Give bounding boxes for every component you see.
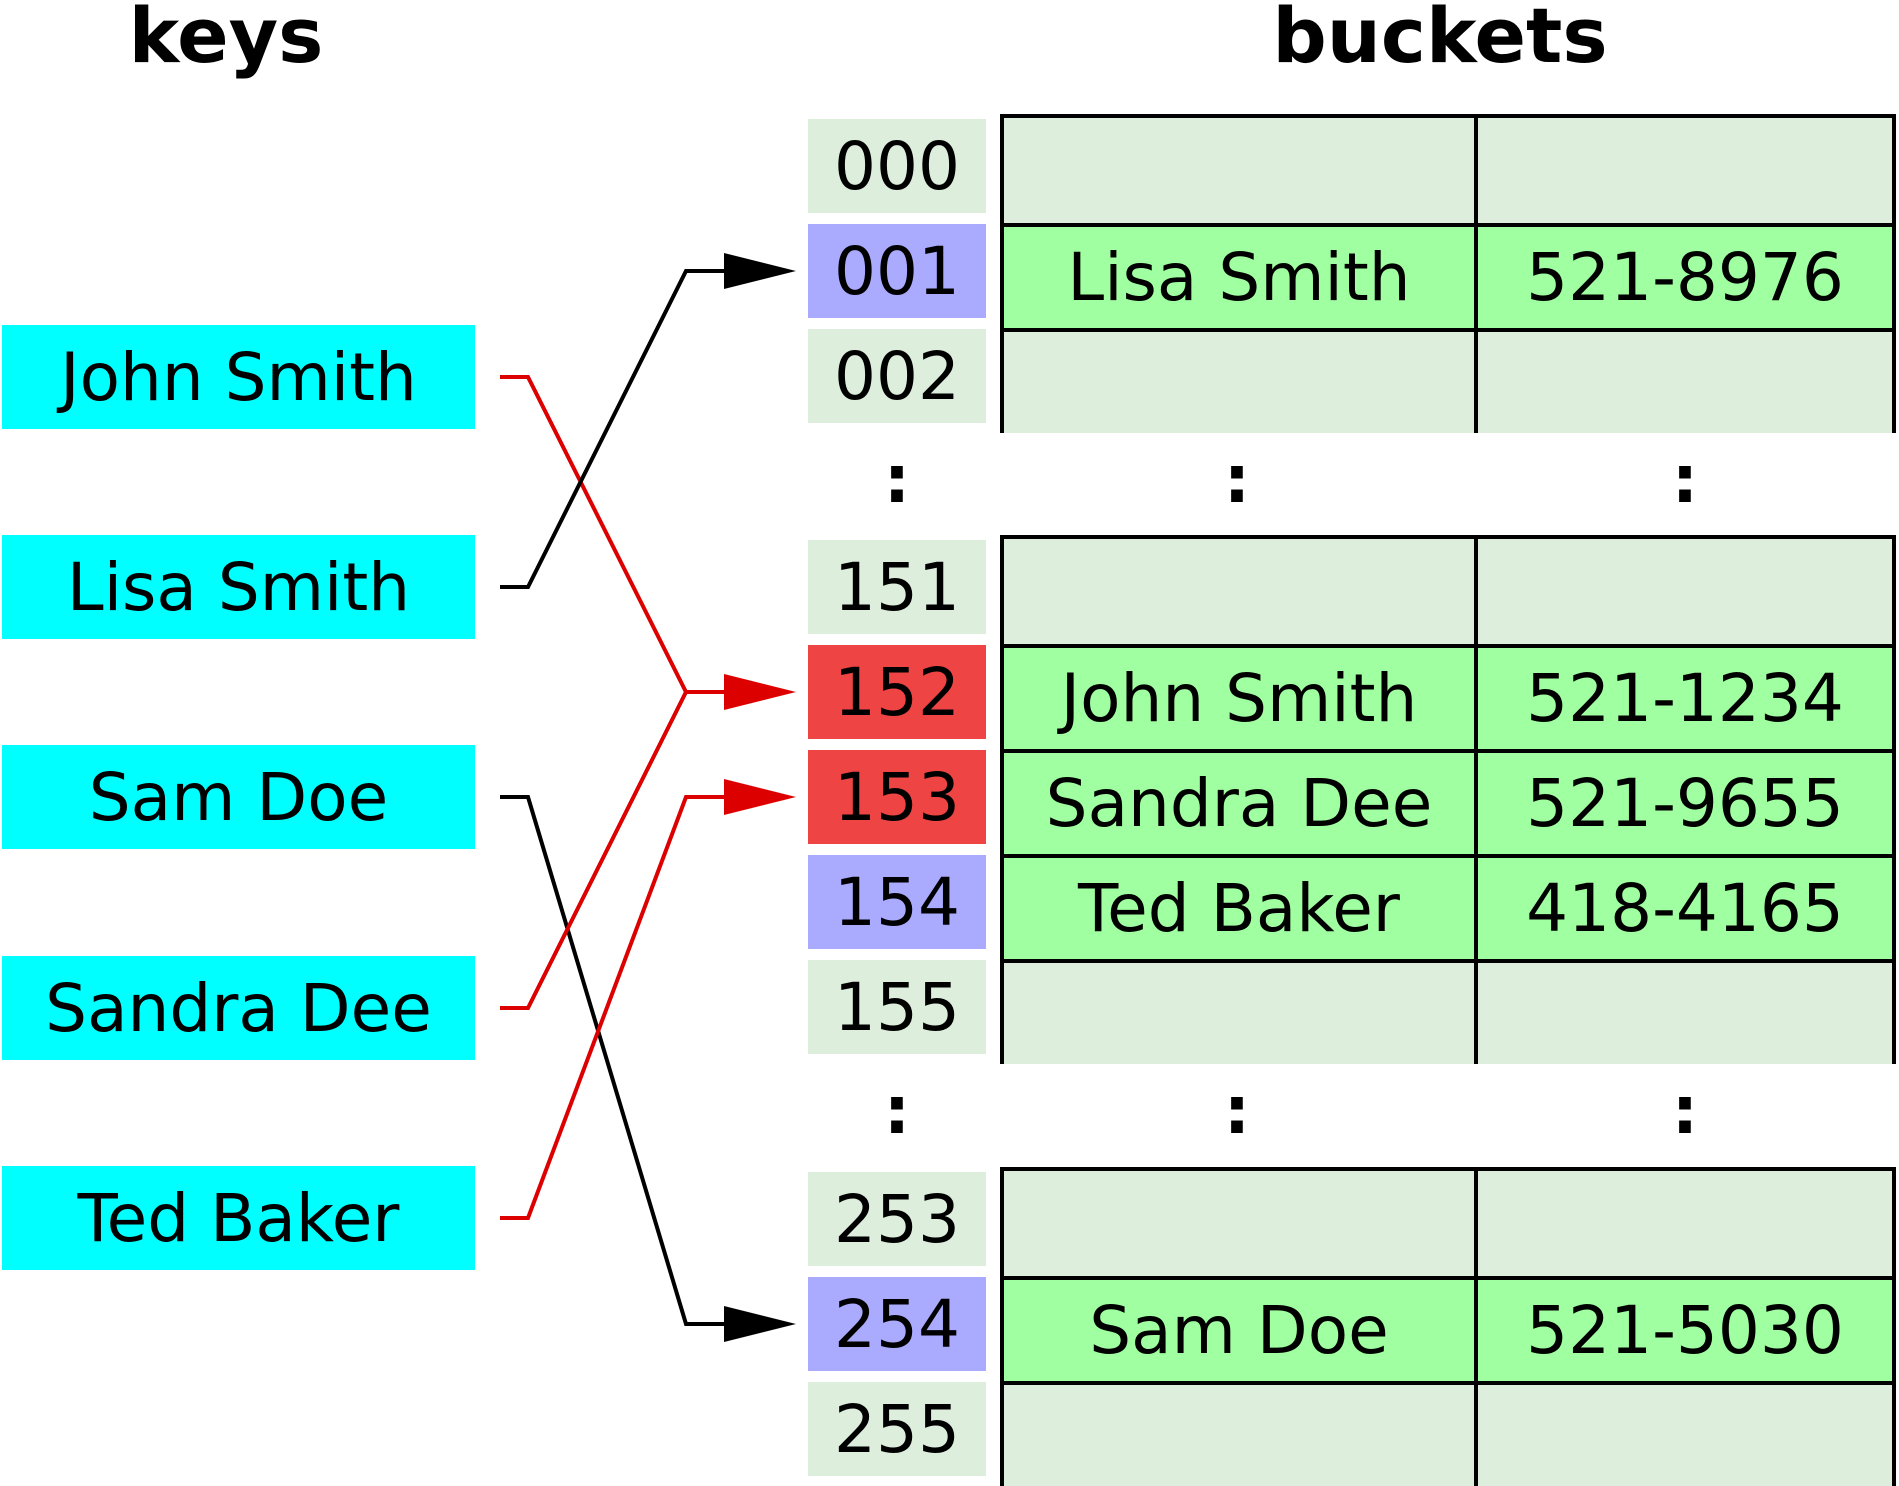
- bucket-name-cell: [1004, 1171, 1478, 1276]
- mapping-line: [500, 375, 728, 694]
- arrow-head: [724, 253, 796, 289]
- slot-index: 154: [808, 855, 986, 949]
- bucket-phone-cell: [1478, 539, 1892, 644]
- mapping-line: [500, 269, 728, 589]
- slot-index: 000: [808, 119, 986, 213]
- bucket-phone-cell: 418-4165: [1478, 854, 1892, 959]
- mapping-line: [500, 795, 728, 1220]
- key-box: Ted Baker: [2, 1166, 475, 1270]
- bucket-name-cell: [1004, 539, 1478, 644]
- bucket-name-cell: [1004, 959, 1478, 1064]
- slot-index: 254: [808, 1277, 986, 1371]
- bucket-phone-cell: 521-1234: [1478, 644, 1892, 749]
- slot-index: 002: [808, 329, 986, 423]
- key-box: John Smith: [2, 325, 475, 429]
- bucket-name-cell: Sandra Dee: [1004, 749, 1478, 854]
- bucket-name-cell: [1004, 1381, 1478, 1486]
- slot-index: 255: [808, 1382, 986, 1476]
- bucket-name-cell: Ted Baker: [1004, 854, 1478, 959]
- ellipsis: :: [883, 441, 911, 518]
- arrow-head: [724, 1306, 796, 1342]
- ellipsis: :: [1223, 1072, 1251, 1149]
- bucket-phone-cell: [1478, 1171, 1892, 1276]
- ellipsis: :: [1671, 441, 1699, 518]
- bucket-name-cell: Sam Doe: [1004, 1276, 1478, 1381]
- mapping-line: [500, 795, 728, 1326]
- bucket-phone-cell: [1478, 1381, 1892, 1486]
- buckets-heading: buckets: [1272, 0, 1608, 80]
- key-box: Sam Doe: [2, 745, 475, 849]
- slot-index: 152: [808, 645, 986, 739]
- keys-heading: keys: [128, 0, 324, 80]
- slot-index: 001: [808, 224, 986, 318]
- bucket-phone-cell: 521-9655: [1478, 749, 1892, 854]
- ellipsis: :: [1223, 441, 1251, 518]
- ellipsis: :: [1671, 1072, 1699, 1149]
- bucket-phone-cell: [1478, 959, 1892, 1064]
- ellipsis: :: [883, 1072, 911, 1149]
- bucket-phone-cell: 521-5030: [1478, 1276, 1892, 1381]
- bucket-phone-cell: [1478, 118, 1892, 223]
- bucket-phone-cell: 521-8976: [1478, 223, 1892, 328]
- slot-index: 155: [808, 960, 986, 1054]
- slot-index: 153: [808, 750, 986, 844]
- key-box: Sandra Dee: [2, 956, 475, 1060]
- bucket-name-cell: [1004, 118, 1478, 223]
- slot-index: 253: [808, 1172, 986, 1266]
- arrow-head: [724, 779, 796, 815]
- key-box: Lisa Smith: [2, 535, 475, 639]
- bucket-name-cell: John Smith: [1004, 644, 1478, 749]
- bucket-phone-cell: [1478, 328, 1892, 433]
- mapping-line: [500, 690, 728, 1010]
- arrow-head: [724, 674, 796, 710]
- bucket-name-cell: Lisa Smith: [1004, 223, 1478, 328]
- slot-index: 151: [808, 540, 986, 634]
- bucket-name-cell: [1004, 328, 1478, 433]
